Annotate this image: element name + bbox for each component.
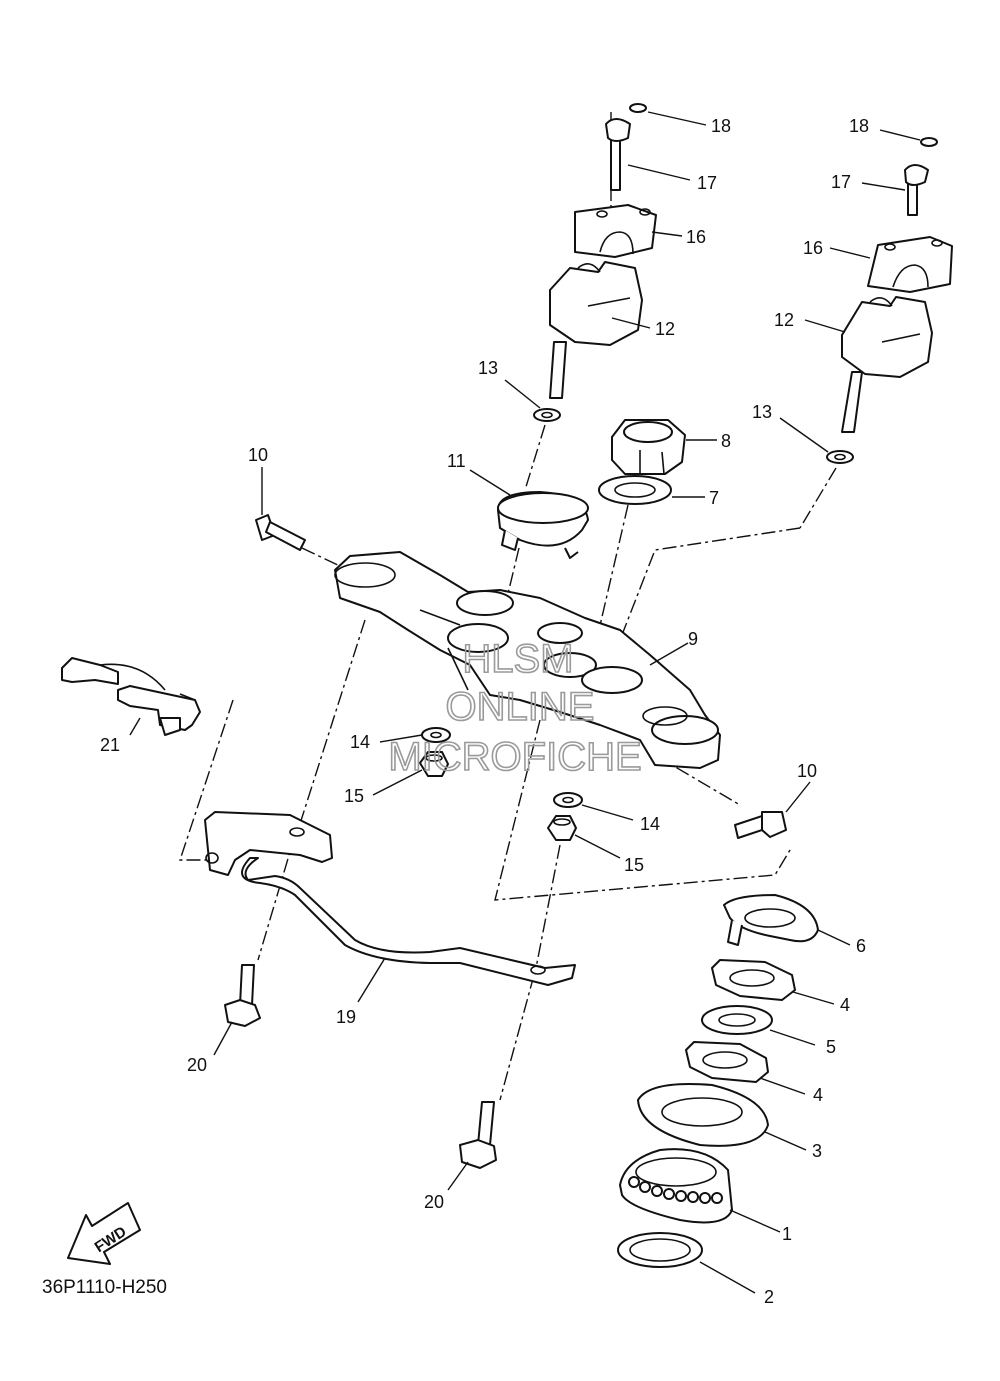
callout-12b: 12	[774, 310, 794, 330]
callout-19: 19	[336, 1007, 356, 1027]
washers-13	[533, 408, 854, 464]
callout-11: 11	[447, 451, 466, 471]
callout-14a: 14	[350, 732, 370, 752]
callout-4b: 4	[813, 1085, 823, 1105]
callout-16a: 16	[686, 227, 706, 247]
callout-8: 8	[721, 431, 731, 451]
bolt-10-right	[734, 811, 787, 839]
watermark-line-2: ONLINE	[446, 685, 595, 729]
callouts: 1 2 3 4 4 5 6 7 8 9 10 10 11 12 12 13 13…	[100, 116, 869, 1307]
callout-6: 6	[856, 936, 866, 956]
washers-14-nuts-15	[419, 727, 583, 841]
upper-bracket	[334, 551, 721, 769]
callout-17a: 17	[697, 173, 717, 193]
callout-17b: 17	[831, 172, 851, 192]
callout-20a: 20	[187, 1055, 207, 1075]
callout-10a: 10	[248, 445, 268, 465]
steering-nut-and-washer	[598, 419, 686, 505]
watermark-line-1: HLSM	[462, 637, 573, 681]
callout-15b: 15	[624, 855, 644, 875]
callout-15a: 15	[344, 786, 364, 806]
bolt-10-left	[255, 514, 306, 551]
callout-16b: 16	[803, 238, 823, 258]
callout-10b: 10	[797, 761, 817, 781]
callout-13a: 13	[478, 358, 498, 378]
watermark-line-3: MICROFICHE	[388, 735, 641, 779]
handlebar-holder-left	[549, 103, 657, 399]
leader-lines	[129, 111, 921, 1294]
callout-18b: 18	[849, 116, 869, 136]
callout-2: 2	[764, 1287, 774, 1307]
callout-18a: 18	[711, 116, 731, 136]
diagram-code: 36P1110-H250	[42, 1277, 167, 1298]
steering-bearing-stack	[617, 894, 819, 1268]
callout-7: 7	[709, 488, 719, 508]
callout-9: 9	[688, 629, 698, 649]
bolts-20	[224, 964, 497, 1169]
handlebar-holder-right	[841, 137, 953, 433]
fwd-arrow-icon: FWD	[67, 1202, 141, 1265]
callout-4a: 4	[840, 995, 850, 1015]
callout-20b: 20	[424, 1192, 444, 1212]
watermark: HLSM ONLINE MICROFICHE	[388, 636, 643, 780]
callout-5: 5	[826, 1037, 836, 1057]
cap-11	[497, 491, 589, 559]
bearing-balls	[628, 1176, 723, 1204]
callout-14b: 14	[640, 814, 660, 834]
callout-21: 21	[100, 735, 120, 755]
callout-1: 1	[782, 1224, 792, 1244]
callout-13b: 13	[752, 402, 772, 422]
cable-guide	[61, 657, 201, 736]
assembly-lines	[179, 112, 837, 1101]
callout-3: 3	[812, 1141, 822, 1161]
callout-12a: 12	[655, 319, 675, 339]
bracket-and-brace	[204, 811, 576, 986]
